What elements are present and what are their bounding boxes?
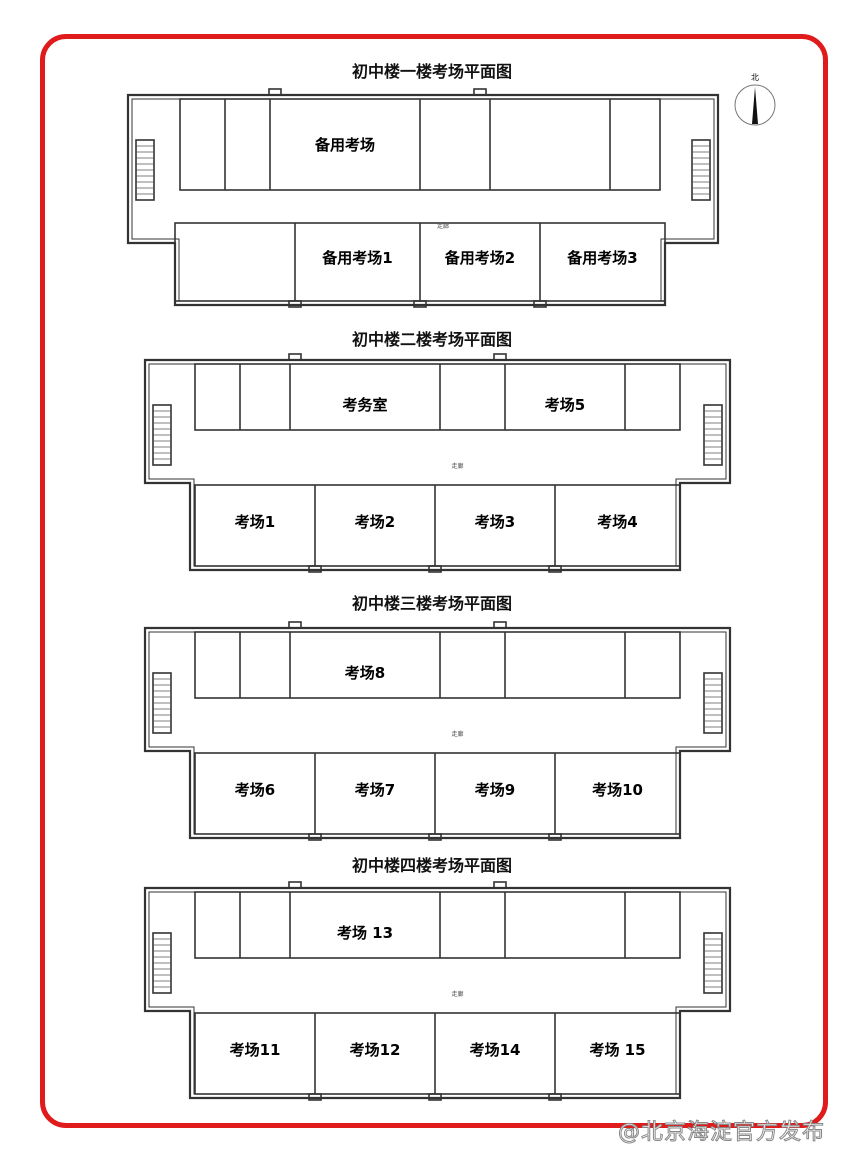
column — [493, 621, 507, 629]
column — [288, 300, 302, 308]
stairs-icon — [152, 932, 172, 994]
room-label: 备用考场1 — [321, 249, 392, 267]
room-label: 考场8 — [345, 664, 385, 682]
stairs-icon — [152, 672, 172, 734]
room-label: 考场 13 — [337, 924, 393, 942]
room-label: 考场5 — [545, 396, 585, 414]
room-label: 考场3 — [475, 513, 515, 531]
room-label: 考场 15 — [589, 1041, 645, 1059]
stairs-icon — [691, 139, 711, 201]
column — [428, 833, 442, 841]
column — [308, 1093, 322, 1101]
stairs-icon — [703, 932, 723, 994]
column — [288, 621, 302, 629]
column — [473, 88, 487, 96]
room-label: 考场2 — [355, 513, 395, 531]
stairs-icon — [135, 139, 155, 201]
column — [308, 565, 322, 573]
floor-4-title: 初中楼四楼考场平面图 — [351, 856, 512, 875]
column — [493, 353, 507, 361]
floor-plan-3: 考场8 考场6 考场7 考场9 考场10 走廊 — [143, 621, 732, 841]
column — [493, 881, 507, 889]
floor-2-title: 初中楼二楼考场平面图 — [351, 330, 512, 349]
corridor-label: 走廊 — [451, 462, 463, 470]
stairs-icon — [703, 672, 723, 734]
room-label: 考务室 — [342, 396, 387, 414]
column — [288, 353, 302, 361]
floor-plan-2: 考务室 考场5 考场1 考场2 考场3 考场4 走廊 — [143, 353, 732, 573]
top-rooms-block — [194, 891, 681, 959]
room-label: 考场6 — [235, 781, 275, 799]
column — [308, 833, 322, 841]
column — [533, 300, 547, 308]
floor-3-title: 初中楼三楼考场平面图 — [351, 594, 512, 613]
room-label: 考场4 — [597, 513, 637, 531]
corridor-label: 走廊 — [451, 730, 463, 738]
room-label: 备用考场 — [314, 136, 375, 154]
north-arrow-icon: 北 — [734, 73, 776, 126]
watermark: @北京海淀官方发布 — [617, 1120, 826, 1146]
column — [428, 565, 442, 573]
column — [548, 833, 562, 841]
room-label: 考场7 — [355, 781, 395, 799]
room-label: 备用考场2 — [444, 249, 515, 267]
corridor-label: 走廊 — [451, 990, 463, 998]
stairs-icon — [703, 404, 723, 466]
room-label: 备用考场3 — [566, 249, 637, 267]
floor-1-title: 初中楼一楼考场平面图 — [351, 62, 512, 81]
column — [413, 300, 427, 308]
column — [428, 1093, 442, 1101]
column — [548, 1093, 562, 1101]
column — [548, 565, 562, 573]
red-frame — [40, 34, 828, 1128]
room-label: 考场10 — [592, 781, 643, 799]
column — [288, 881, 302, 889]
room-label: 考场12 — [350, 1041, 401, 1059]
room-label: 考场1 — [235, 513, 275, 531]
column — [268, 88, 282, 96]
north-label: 北 — [751, 73, 759, 82]
top-rooms-block — [194, 631, 681, 699]
floor-plan-4: 考场 13 考场11 考场12 考场14 考场 15 走廊 — [143, 881, 732, 1101]
room-label: 考场9 — [475, 781, 515, 799]
top-rooms-block — [194, 363, 681, 431]
room-label: 考场11 — [230, 1041, 281, 1059]
corridor-label: 走廊 — [437, 222, 449, 230]
stairs-icon — [152, 404, 172, 466]
room-label: 考场14 — [470, 1041, 521, 1059]
